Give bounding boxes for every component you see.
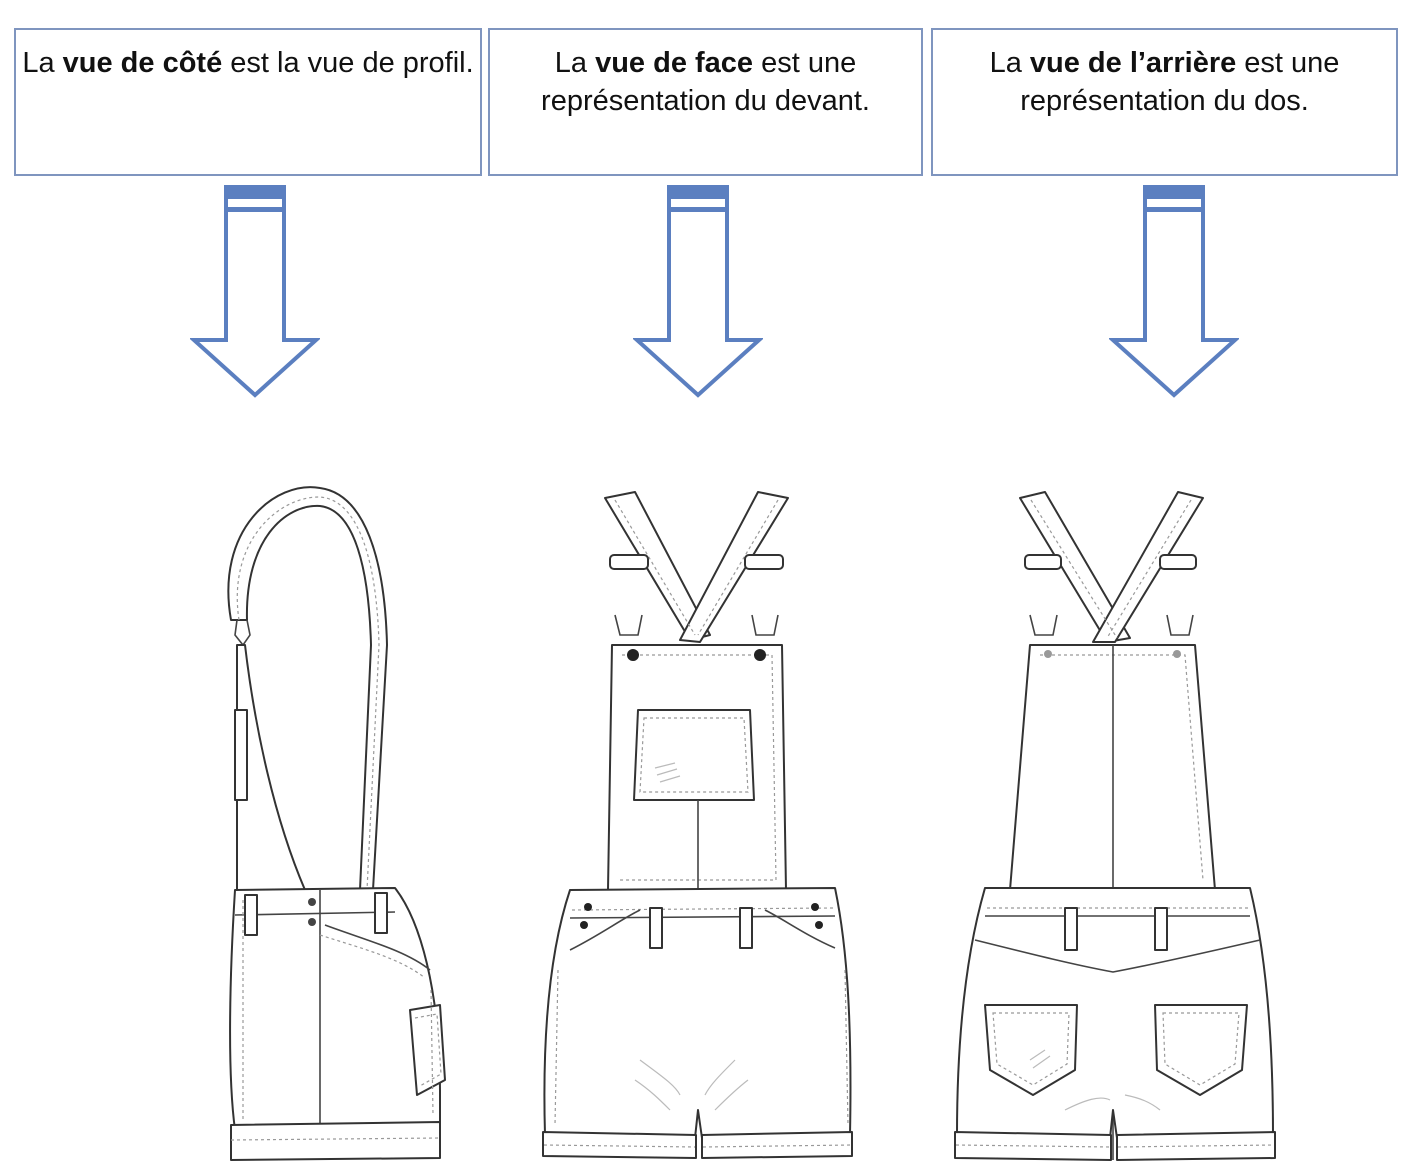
caption-back-bold: vue de l’arrière [1029, 47, 1237, 79]
down-arrow-icon [1109, 185, 1239, 398]
caption-side-bold: vue de côté [62, 47, 223, 79]
caption-front-post: est une représentation du devant. [541, 47, 870, 117]
overalls-front-view [542, 491, 853, 1159]
caption-back-pre: La [989, 47, 1030, 79]
caption-side-pre: La [22, 47, 63, 79]
caption-back-post: est une représentation du dos. [1020, 47, 1340, 117]
caption-side-post: est la vue de profil. [222, 47, 474, 79]
caption-front-pre: La [554, 47, 596, 79]
down-arrow-icon [633, 185, 763, 398]
caption-front-view: La vue de face est une représentation du… [488, 28, 923, 176]
caption-back-view: La vue de l’arrière est une représentati… [931, 28, 1398, 176]
caption-front-bold: vue de face [595, 47, 754, 79]
overalls-back-view [954, 491, 1276, 1161]
overalls-side-view [227, 486, 446, 1161]
down-arrow-icon [190, 185, 320, 398]
caption-side-view: La vue de côté est la vue de profil. [14, 28, 482, 176]
